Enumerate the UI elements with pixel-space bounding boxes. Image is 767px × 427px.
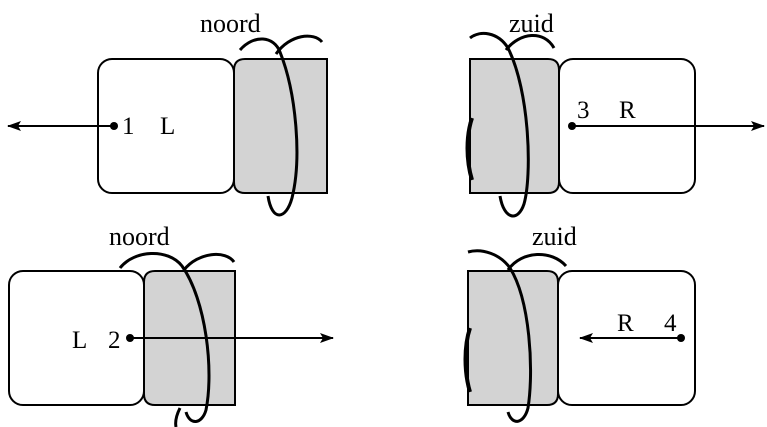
coil-wire: [467, 249, 533, 423]
panel-top-left: noord 1 L: [7, 9, 328, 217]
side-label: L: [160, 113, 175, 140]
point-number: 2: [108, 327, 121, 354]
coil-wire: [506, 253, 568, 271]
pole-label-zuid: zuid: [532, 222, 577, 251]
coil-core: [467, 270, 559, 406]
panel-bottom-right: zuid R 4: [463, 222, 696, 423]
pole-label-zuid: zuid: [509, 9, 554, 38]
coil-wire: [504, 34, 556, 51]
point-number: 4: [664, 310, 677, 337]
coil-wire: [238, 37, 299, 217]
coil-core: [469, 58, 560, 194]
panel-bottom-left: noord L 2: [8, 222, 334, 427]
coil-core: [233, 58, 328, 194]
coil-wire: [274, 34, 324, 55]
point-number: 3: [577, 97, 590, 124]
point-marker: [568, 122, 576, 130]
point-marker: [126, 334, 134, 342]
panel-top-right: zuid 3 R: [465, 9, 765, 218]
side-label: L: [72, 327, 87, 354]
pole-label-noord: noord: [200, 9, 261, 38]
point-marker: [110, 122, 118, 130]
side-label: R: [617, 310, 634, 337]
coil-wire: [469, 31, 530, 218]
coil-wire-front: [463, 327, 472, 393]
coil-wire: [182, 252, 236, 271]
coil-wire-front: [174, 407, 182, 427]
coil-wire: [118, 252, 211, 423]
coil-wire-front: [465, 117, 474, 181]
pole-label-noord: noord: [109, 222, 170, 251]
point-number: 1: [122, 113, 135, 140]
point-marker: [677, 334, 685, 342]
side-label: R: [619, 97, 636, 124]
